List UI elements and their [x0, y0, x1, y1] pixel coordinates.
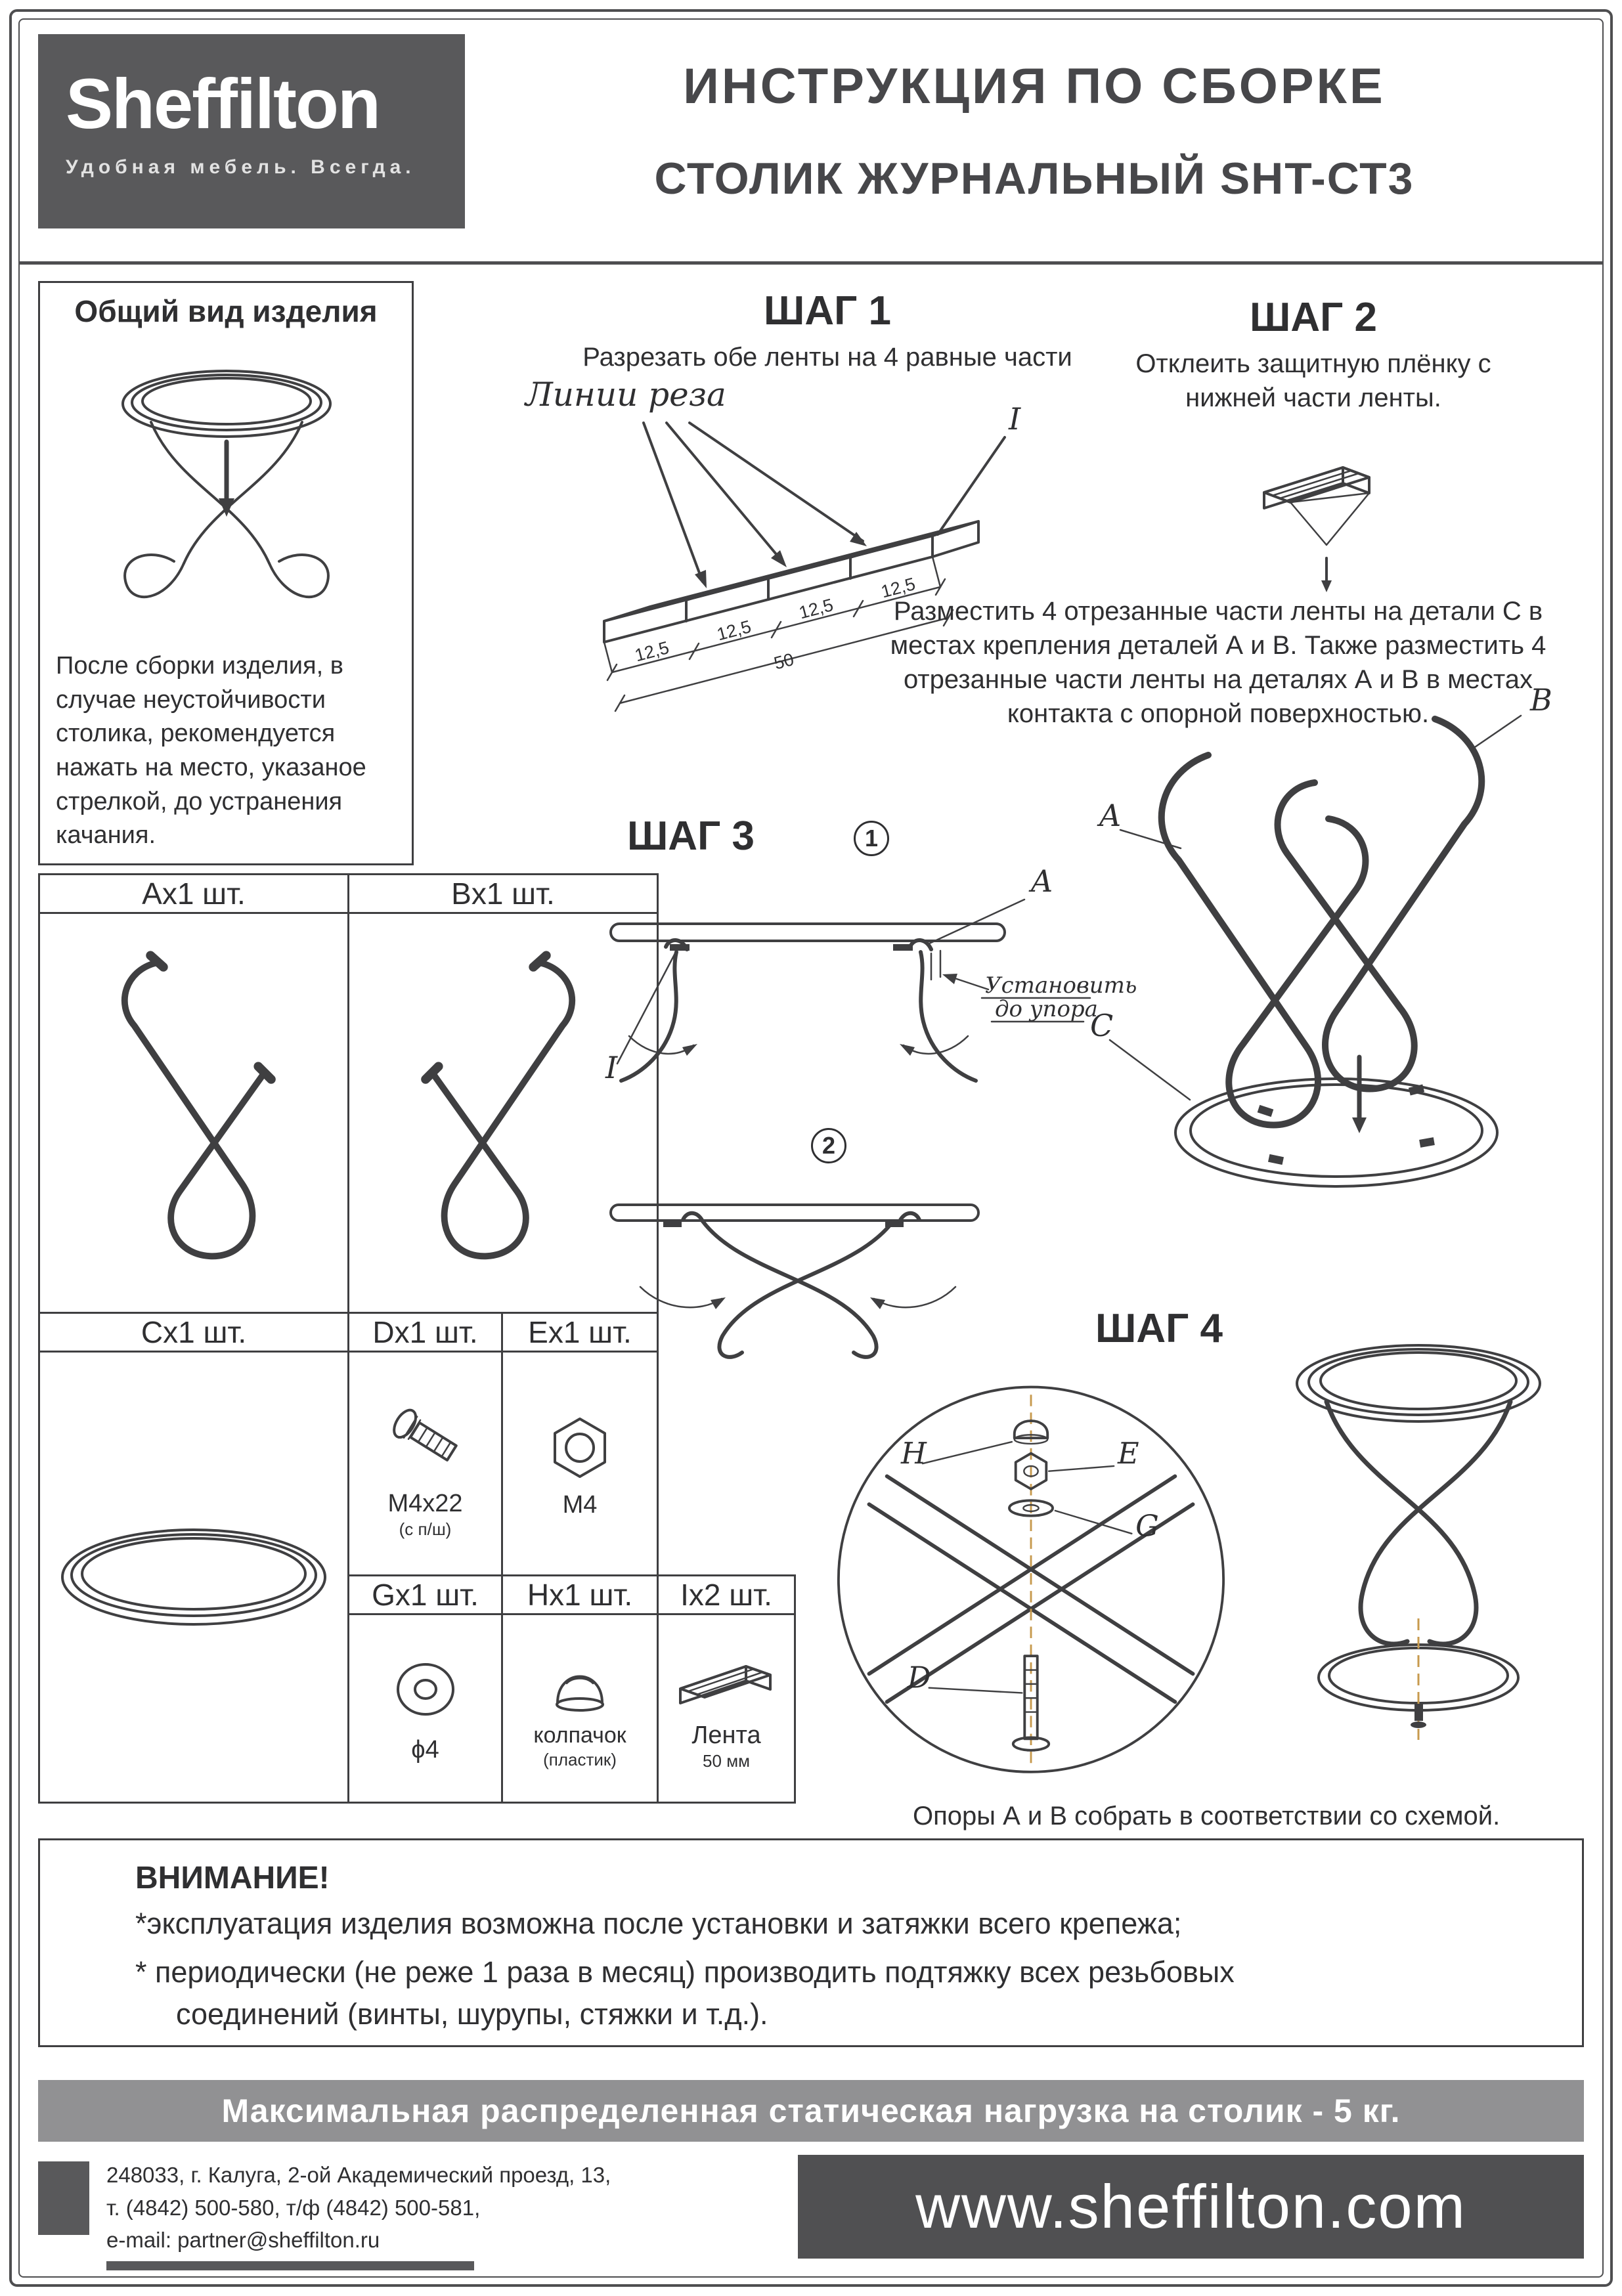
overview-note: После сборки изделия, в случае неустойчи…: [56, 651, 366, 850]
step3-diagram-1: A Установить до упора I: [605, 863, 1137, 1085]
part-i-label: Ix2 шт.: [680, 1578, 772, 1612]
assembly-label-b: B: [1529, 682, 1552, 718]
step3-substep1-badge: 1: [854, 821, 889, 856]
part-h-header: Hx1 шт.: [501, 1574, 659, 1615]
part-i-cell: Лента 50 мм: [657, 1613, 796, 1804]
hint-line-1: Установить: [985, 972, 1137, 999]
step4-detail-diagram: H E G D: [837, 1385, 1225, 1773]
step3-label-a: A: [1028, 863, 1053, 899]
part-g-label: Gx1 шт.: [372, 1578, 479, 1612]
part-e-name: М4: [562, 1490, 598, 1519]
title-line-2: СТОЛИК ЖУРНАЛЬНЫЙ SHT-СТ3: [654, 154, 1414, 204]
overview-title: Общий вид изделия: [74, 294, 378, 328]
part-a-cell: [38, 912, 349, 1314]
step2-placement-text: Разместить 4 отрезанные части ленты на д…: [890, 597, 1546, 728]
part-h-sub: (пластик): [543, 1750, 617, 1769]
overview-box: Общий вид изделия После сборки изделия, …: [38, 281, 414, 865]
part-i-sub: 50 мм: [703, 1751, 750, 1771]
footer-accent-square: [38, 2161, 89, 2235]
footer-accent-bar: [106, 2261, 474, 2270]
washer-icon: [396, 1662, 454, 1716]
part-g-cell: ϕ4: [347, 1613, 503, 1804]
part-i-header: Ix2 шт.: [657, 1574, 796, 1615]
address-line-3: e-mail: partner@sheffilton.ru: [106, 2228, 380, 2252]
step1-part-callout: I: [1008, 401, 1021, 437]
part-b-drawing: [421, 951, 576, 1260]
step4-text: Опоры А и В собрать в соответствии со сх…: [913, 1802, 1501, 1830]
step1-title: ШАГ 1: [764, 288, 891, 334]
part-i-name: Лента: [691, 1722, 761, 1749]
max-load-text: Максимальная распределенная статическая …: [221, 2092, 1401, 2129]
part-e-label: Ex1 шт.: [528, 1315, 632, 1349]
step4-label-h: H: [900, 1437, 927, 1471]
part-e-cell: М4: [501, 1351, 659, 1576]
cap-icon: [556, 1675, 604, 1712]
step4-title: ШАГ 4: [1095, 1306, 1223, 1351]
step4-label-g: G: [1135, 1509, 1159, 1544]
part-a-label: Ax1 шт.: [142, 877, 246, 911]
max-load-banner: Максимальная распределенная статическая …: [38, 2080, 1584, 2142]
step2-text: Отклеить защитную плёнку с нижней части …: [1135, 349, 1491, 412]
part-d-cell: М4х22 (с п/ш): [347, 1351, 503, 1576]
step2-title: ШАГ 2: [1250, 295, 1377, 340]
website-box: www.sheffilton.com: [798, 2155, 1584, 2259]
dim-label: 12,5: [633, 638, 671, 665]
step1-diagram: I 12,5 12,5 12,5 12,5 50: [603, 401, 1021, 712]
logo-box: Sheffilton Удобная мебель. Всегда.: [38, 34, 465, 228]
part-d-label: Dx1 шт.: [372, 1315, 478, 1349]
part-c-drawing: [61, 1528, 326, 1626]
substep1-number: 1: [864, 825, 879, 852]
brand-tagline: Удобная мебель. Всегда.: [66, 156, 416, 178]
overview-table-drawing: [121, 370, 332, 599]
step3-substep2-badge: 2: [811, 1128, 846, 1163]
substep2-number: 2: [822, 1132, 836, 1159]
website-url: www.sheffilton.com: [915, 2172, 1466, 2241]
part-c-cell: [38, 1351, 349, 1804]
part-c-header: Cx1 шт.: [38, 1312, 349, 1353]
warning-line-1: *эксплуатация изделия возможна после уст…: [135, 1907, 1182, 1940]
address-line-1: 248033, г. Калуга, 2-ой Академический пр…: [106, 2163, 611, 2187]
hint-line-2: до упора: [995, 996, 1098, 1022]
part-h-name: колпачок: [533, 1723, 626, 1748]
warning-line-3: соединений (винты, шурупы, стяжки и т.д.…: [176, 1997, 768, 2031]
cut-lines-label: Линии реза: [525, 376, 726, 414]
footer-address: 248033, г. Калуга, 2-ой Академический пр…: [106, 2159, 611, 2257]
part-b-label: Bx1 шт.: [451, 877, 555, 911]
title-line-1: ИНСТРУКЦИЯ ПО СБОРКЕ: [683, 58, 1386, 114]
warning-box: ВНИМАНИЕ! *эксплуатация изделия возможна…: [38, 1838, 1584, 2047]
step4-assembled-table: [1296, 1344, 1541, 1740]
part-c-label: Cx1 шт.: [141, 1315, 247, 1349]
dim-label: 12,5: [715, 617, 753, 644]
document-title: ИНСТРУКЦИЯ ПО СБОРКЕ СТОЛИК ЖУРНАЛЬНЫЙ S…: [486, 58, 1583, 204]
part-h-cell: колпачок (пластик): [501, 1613, 659, 1804]
step4-label-e: E: [1117, 1437, 1139, 1471]
step3-label-i: I: [605, 1050, 618, 1085]
part-d-sub: (с п/ш): [399, 1519, 452, 1539]
dim-total-label: 50: [772, 649, 796, 674]
part-g-name: ϕ4: [411, 1735, 439, 1764]
step3-diagram-2: [609, 1203, 980, 1359]
nut-icon: [554, 1417, 606, 1478]
step2-diagram: [1263, 466, 1370, 592]
part-d-name: М4х22: [387, 1490, 463, 1517]
dim-label: 12,5: [797, 595, 835, 622]
part-a-header: Ax1 шт.: [38, 873, 349, 914]
step1-text: Разрезать обе ленты на 4 равные части: [582, 343, 1072, 372]
step3-title: ШАГ 3: [627, 813, 755, 859]
frame-assembly-diagram: B A C: [1090, 682, 1552, 1188]
bolt-icon: [392, 1408, 458, 1462]
part-g-header: Gx1 шт.: [347, 1574, 503, 1615]
address-line-2: т. (4842) 500-580, т/ф (4842) 500-581,: [106, 2195, 481, 2220]
header-divider: [19, 261, 1603, 265]
tape-icon: [679, 1665, 772, 1704]
warning-line-2: * периодически (не реже 1 раза в месяц) …: [135, 1955, 1235, 1989]
assembly-label-c: C: [1090, 1008, 1113, 1043]
brand-logo: Sheffilton: [66, 64, 381, 143]
part-a-drawing: [121, 951, 276, 1260]
warning-title: ВНИМАНИЕ!: [135, 1861, 330, 1895]
assembly-label-a: A: [1097, 798, 1121, 833]
part-d-header: Dx1 шт.: [347, 1312, 503, 1353]
part-h-label: Hx1 шт.: [527, 1578, 633, 1612]
step4-label-d: D: [907, 1661, 931, 1695]
